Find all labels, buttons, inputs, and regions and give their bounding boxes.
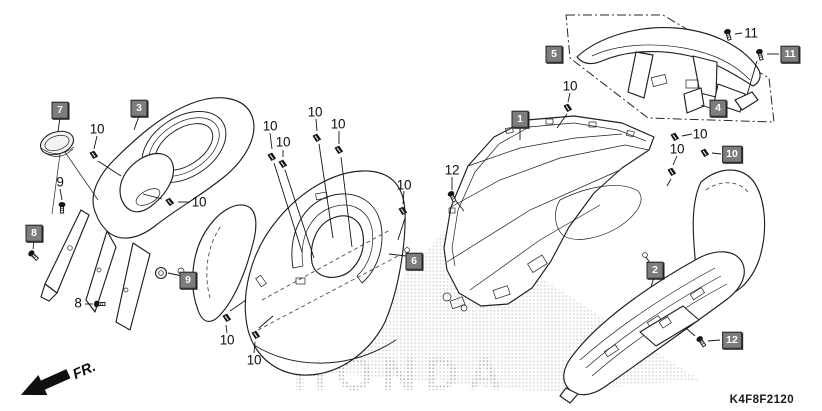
callout-plain-10[interactable]: 10 xyxy=(246,352,262,368)
callout-boxed-9[interactable]: 9 xyxy=(179,271,197,289)
callout-plain-9[interactable]: 9 xyxy=(56,174,64,190)
callout-plain-10[interactable]: 10 xyxy=(191,194,207,210)
callout-plain-10[interactable]: 10 xyxy=(330,116,346,132)
part-5-rear-grip-cover xyxy=(576,26,761,113)
callout-boxed-4[interactable]: 4 xyxy=(709,99,727,117)
leader-lines xyxy=(32,32,779,354)
part-9-nut-grommet xyxy=(154,266,185,280)
callout-plain-8[interactable]: 8 xyxy=(74,295,82,311)
callout-boxed-5[interactable]: 5 xyxy=(545,45,563,63)
callout-plain-10[interactable]: 10 xyxy=(669,141,685,157)
callout-boxed-3[interactable]: 3 xyxy=(130,99,148,117)
part-7-grommet xyxy=(39,130,75,157)
callout-plain-10[interactable]: 10 xyxy=(396,177,412,193)
part-3-fuel-lid-cover xyxy=(51,97,255,331)
callout-boxed-11[interactable]: 11 xyxy=(780,45,800,63)
fuel-lid-latch xyxy=(442,292,468,312)
assembly-boundary-frame xyxy=(565,14,775,123)
callout-plain-10[interactable]: 10 xyxy=(562,78,578,94)
callout-boxed-6[interactable]: 6 xyxy=(405,252,423,270)
callout-boxed-2[interactable]: 2 xyxy=(646,261,664,279)
callout-plain-10[interactable]: 10 xyxy=(692,126,708,142)
callout-plain-10[interactable]: 10 xyxy=(262,118,278,134)
diagram-code: K4F8F2120 xyxy=(729,394,794,406)
callout-plain-10[interactable]: 10 xyxy=(89,121,105,137)
callout-plain-10[interactable]: 10 xyxy=(307,104,323,120)
callout-boxed-10[interactable]: 10 xyxy=(722,145,742,163)
callout-plain-12[interactable]: 12 xyxy=(444,162,460,178)
callout-boxed-1[interactable]: 1 xyxy=(511,110,529,128)
part-6-front-garnish xyxy=(192,204,257,322)
callout-boxed-8[interactable]: 8 xyxy=(25,224,43,242)
fr-direction-arrow: FR. xyxy=(20,359,98,396)
part-1-side-cover xyxy=(442,115,655,312)
part-3-stay-bracket xyxy=(40,209,90,302)
callout-boxed-7[interactable]: 7 xyxy=(51,101,69,119)
callout-boxed-12[interactable]: 12 xyxy=(722,331,742,349)
callout-plain-10[interactable]: 10 xyxy=(219,332,235,348)
callout-plain-10[interactable]: 10 xyxy=(275,134,291,150)
part-2-rear-side-cover xyxy=(559,169,766,404)
callout-plain-11[interactable]: 11 xyxy=(744,25,758,41)
